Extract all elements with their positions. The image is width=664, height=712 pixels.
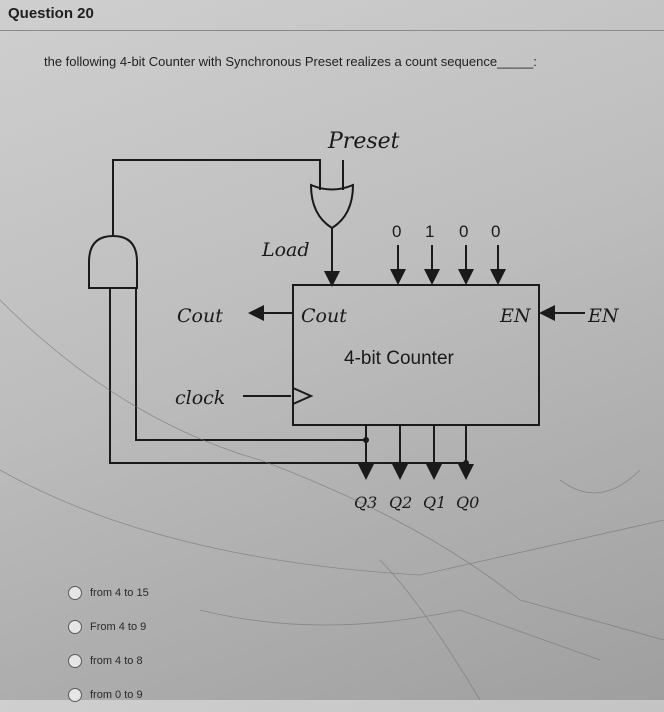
question-text: the following 4-bit Counter with Synchro… [44, 54, 537, 69]
feedback-wire-q0 [109, 288, 466, 464]
cout-outside-label: Cout [177, 305, 223, 327]
output-label-q2: Q2 [389, 493, 412, 512]
en-inside-label: EN [499, 305, 532, 327]
preset-bit-1: 0 [459, 222, 468, 241]
junction-q0 [463, 460, 469, 466]
answer-options: from 4 to 15 From 4 to 9 from 4 to 8 fro… [68, 576, 149, 712]
option-label: from 0 to 9 [90, 689, 143, 701]
option-1[interactable]: from 4 to 15 [68, 576, 149, 610]
and-to-or-wire [112, 159, 321, 236]
and-gate [88, 234, 138, 289]
clock-triangle [292, 387, 314, 405]
output-label-q3: Q3 [354, 493, 377, 512]
option-label: From 4 to 9 [90, 621, 147, 633]
option-2[interactable]: From 4 to 9 [68, 610, 149, 644]
radio-button[interactable] [68, 620, 82, 634]
radio-button[interactable] [68, 586, 82, 600]
question-title: Question 20 [8, 5, 94, 22]
junction-q3 [363, 437, 369, 443]
option-3[interactable]: from 4 to 8 [68, 644, 149, 678]
preset-bit-2: 1 [425, 222, 434, 241]
cout-inside-label: Cout [301, 305, 347, 327]
question-header: Question 20 [0, 0, 664, 31]
counter-circuit-diagram: Preset Load 0 1 0 0 Cout Cout EN EN 4-bi… [88, 129, 620, 512]
output-label-q1: Q1 [423, 493, 446, 512]
radio-button[interactable] [68, 654, 82, 668]
load-label: Load [261, 239, 310, 261]
output-label-q0: Q0 [456, 493, 479, 512]
en-outside-label: EN [587, 305, 620, 327]
preset-label: Preset [327, 129, 400, 154]
preset-bit-3: 0 [392, 222, 401, 241]
option-4[interactable]: from 0 to 9 [68, 678, 149, 712]
option-label: from 4 to 15 [90, 587, 149, 599]
counter-label: 4-bit Counter [344, 348, 455, 369]
option-label: from 4 to 8 [90, 655, 143, 667]
preset-bit-0: 0 [491, 222, 500, 241]
or-gate [309, 183, 355, 230]
clock-label: clock [175, 387, 225, 409]
